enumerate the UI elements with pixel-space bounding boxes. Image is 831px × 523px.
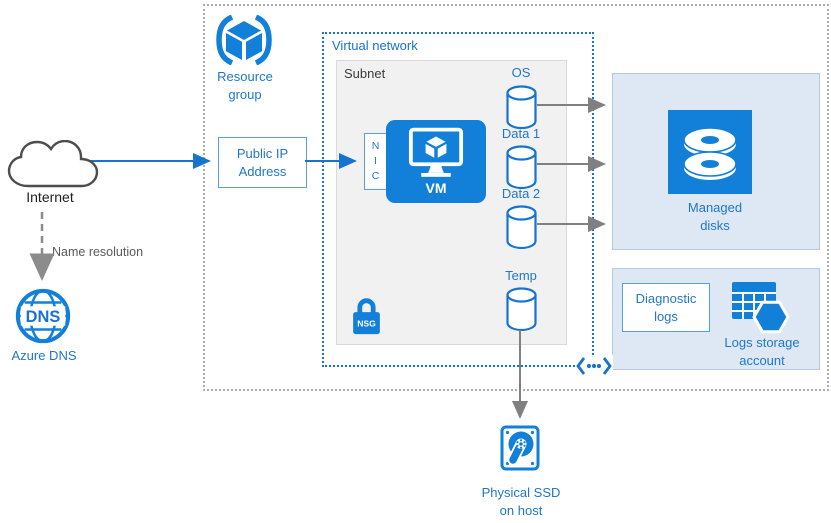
os-disk-label: OS	[511, 65, 531, 80]
nsg-label: NSG	[357, 318, 376, 328]
physical-ssd-label: Physical SSD on host	[481, 485, 561, 518]
nic-letter-c: C	[371, 170, 380, 183]
data2-disk-icon	[506, 205, 537, 249]
physical-ssd-icon	[500, 425, 540, 471]
internet-cloud-icon	[7, 140, 99, 188]
vm-label: VM	[425, 180, 447, 196]
diagnostic-logs-node: Diagnostic logs	[622, 283, 710, 332]
logs-storage-account-label: Logs storage account	[724, 335, 800, 368]
resource-group-boundary	[203, 4, 829, 391]
nic-letter-i: I	[374, 154, 377, 167]
code-brackets-icon	[575, 355, 613, 377]
name-resolution-label: Name resolution	[52, 245, 144, 259]
dns-icon-text: DNS	[26, 308, 61, 326]
public-ip-address-label: Public IP Address	[236, 145, 289, 179]
vm-node: VM	[386, 120, 486, 203]
virtual-network-boundary	[322, 32, 594, 367]
logs-storage-account-icon	[732, 282, 790, 334]
data2-disk-label: Data 2	[501, 186, 541, 201]
nic-node: N I C	[364, 133, 387, 190]
vm-monitor-icon	[408, 127, 464, 177]
data1-disk-label: Data 1	[501, 126, 541, 141]
nsg-lock-icon: NSG	[353, 298, 380, 335]
internet-label: Internet	[26, 189, 74, 205]
resource-group-label: Resource group	[217, 69, 273, 102]
managed-disks-label: Managed disks	[687, 200, 743, 233]
temp-disk-label: Temp	[505, 268, 537, 283]
azure-dns-icon: DNS	[15, 288, 71, 344]
nic-letter-n: N	[371, 139, 380, 152]
public-ip-address-node: Public IP Address	[218, 137, 307, 188]
azure-dns-label: Azure DNS	[11, 348, 77, 363]
subnet-label: Subnet	[344, 66, 386, 81]
managed-disks-icon	[668, 110, 752, 194]
diagnostic-logs-label: Diagnostic logs	[635, 290, 697, 324]
temp-disk-icon	[506, 287, 537, 331]
data1-disk-icon	[506, 145, 537, 189]
virtual-network-label: Virtual network	[332, 38, 418, 53]
os-disk-icon	[506, 85, 537, 129]
resource-group-icon	[216, 15, 272, 65]
